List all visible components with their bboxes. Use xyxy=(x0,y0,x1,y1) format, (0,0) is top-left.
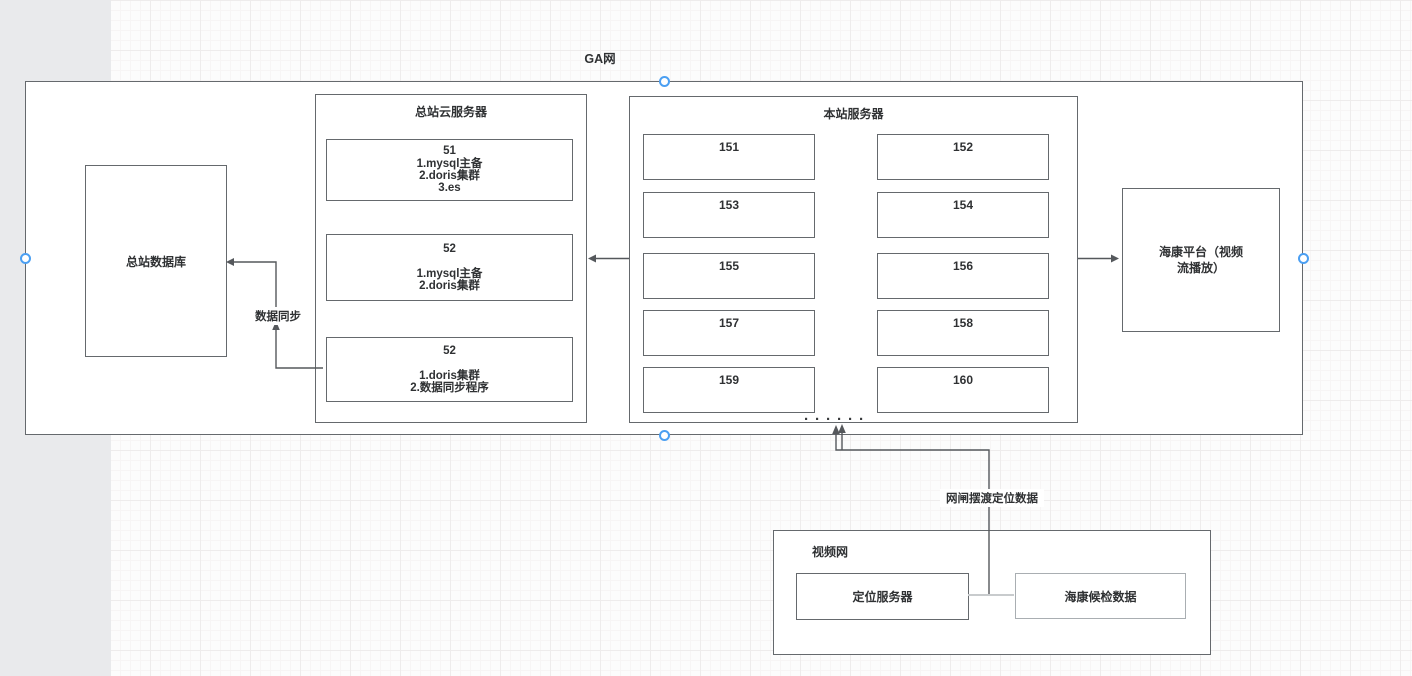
data-sync-edge-label[interactable]: 数据同步 xyxy=(249,307,307,325)
connection-point-left[interactable] xyxy=(20,253,31,264)
video-network-group[interactable]: 视频网 定位服务器 海康候检数据 xyxy=(773,530,1211,655)
location-server-box[interactable]: 定位服务器 xyxy=(796,573,969,620)
server-box-153[interactable]: 153 xyxy=(643,192,815,238)
connection-point-bottom[interactable] xyxy=(659,430,670,441)
hikvision-platform-label: 海康平台（视频 流播放） xyxy=(1158,244,1243,275)
server-label-155: 155 xyxy=(718,259,740,273)
cloud-server-group[interactable]: 总站云服务器 51 1.mysql主备 2.doris集群 3.es 52 1.… xyxy=(315,94,587,423)
server-label-159: 159 xyxy=(718,373,740,387)
location-server-label: 定位服务器 xyxy=(852,590,913,604)
server-box-152[interactable]: 152 xyxy=(877,134,1049,180)
cloud-node-51-label: 51 1.mysql主备 2.doris集群 3.es xyxy=(416,145,483,195)
server-box-155[interactable]: 155 xyxy=(643,253,815,299)
connection-point-right[interactable] xyxy=(1298,253,1309,264)
cloud-node-52b-label: 52 1.doris集群 2.数据同步程序 xyxy=(410,344,489,394)
server-label-160: 160 xyxy=(952,373,974,387)
server-box-160[interactable]: 160 xyxy=(877,367,1049,413)
cloud-node-52a[interactable]: 52 1.mysql主备 2.doris集群 xyxy=(326,234,573,301)
cloud-node-51[interactable]: 51 1.mysql主备 2.doris集群 3.es xyxy=(326,139,573,201)
hik-inspection-data-box[interactable]: 海康候检数据 xyxy=(1015,573,1186,619)
video-network-title: 视频网 xyxy=(812,545,849,559)
server-label-157: 157 xyxy=(718,316,740,330)
server-label-151: 151 xyxy=(718,140,740,154)
server-box-158[interactable]: 158 xyxy=(877,310,1049,356)
gateway-edge-label[interactable]: 网闸摆渡定位数据 xyxy=(940,489,1044,507)
server-box-151[interactable]: 151 xyxy=(643,134,815,180)
hikvision-platform-box[interactable]: 海康平台（视频 流播放） xyxy=(1122,188,1280,332)
hik-inspection-data-label: 海康候检数据 xyxy=(1064,589,1137,604)
server-label-153: 153 xyxy=(718,198,740,212)
master-database-label: 总站数据库 xyxy=(125,254,186,269)
more-servers-ellipsis: ······ xyxy=(804,411,870,428)
ga-network-label: GA网 xyxy=(584,52,616,66)
cloud-node-52b[interactable]: 52 1.doris集群 2.数据同步程序 xyxy=(326,337,573,402)
local-server-group[interactable]: 本站服务器 151 152 153 154 155 156 157 158 15… xyxy=(629,96,1078,423)
server-label-156: 156 xyxy=(952,259,974,273)
server-label-154: 154 xyxy=(952,198,974,212)
server-box-159[interactable]: 159 xyxy=(643,367,815,413)
server-box-157[interactable]: 157 xyxy=(643,310,815,356)
server-label-158: 158 xyxy=(952,316,974,330)
server-box-154[interactable]: 154 xyxy=(877,192,1049,238)
local-server-title: 本站服务器 xyxy=(823,107,884,121)
server-box-156[interactable]: 156 xyxy=(877,253,1049,299)
master-database-box[interactable]: 总站数据库 xyxy=(85,165,227,357)
connection-point-top[interactable] xyxy=(659,76,670,87)
server-label-152: 152 xyxy=(952,140,974,154)
cloud-server-title: 总站云服务器 xyxy=(414,105,487,119)
cloud-node-52a-label: 52 1.mysql主备 2.doris集群 xyxy=(416,242,483,292)
